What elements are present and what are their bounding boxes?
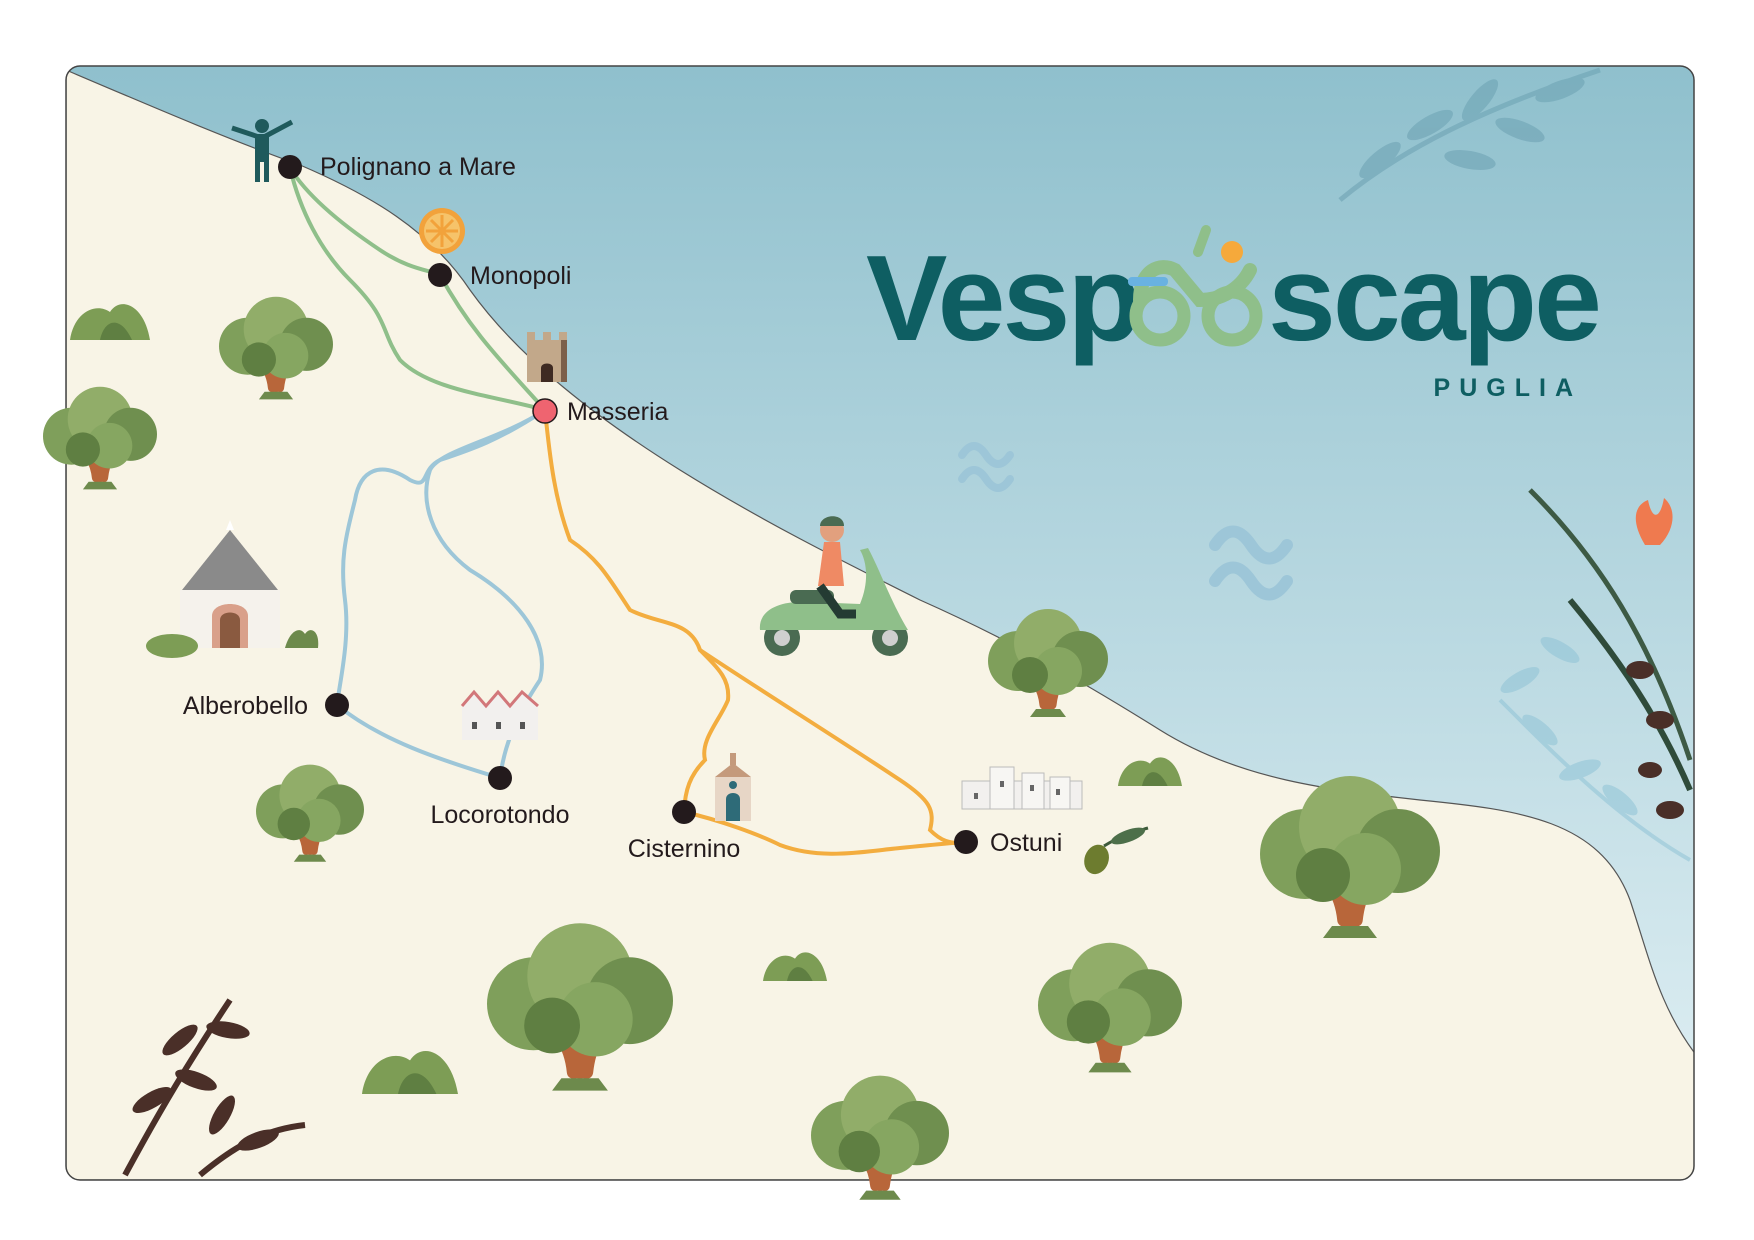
town-label-monopoli: Monopoli xyxy=(470,262,571,290)
flower-icon xyxy=(1635,498,1673,545)
route-green-inner xyxy=(288,166,547,412)
statue-icon xyxy=(231,119,294,182)
route-orange xyxy=(543,408,731,814)
brand-title-right: scape xyxy=(1268,230,1599,366)
route-orange-east xyxy=(698,648,968,845)
olive-branch-icon xyxy=(122,998,306,1178)
town-label-locorotondo: Locorotondo xyxy=(430,801,569,829)
white-houses-icon xyxy=(460,689,539,740)
grass-plant-icon xyxy=(1528,488,1693,819)
brand-subtitle: PUGLIA xyxy=(1434,374,1582,402)
castle-tower-icon xyxy=(527,332,567,382)
olive-icon xyxy=(1084,826,1149,875)
town-marker-cisternino[interactable]: Cisternino xyxy=(628,800,741,863)
town-label-masseria: Masseria xyxy=(567,398,669,426)
town-label-cisternino: Cisternino xyxy=(628,835,741,863)
church-icon xyxy=(715,753,751,821)
town-marker-monopoli[interactable]: Monopoli xyxy=(428,262,571,290)
town-label-polignano: Polignano a Mare xyxy=(320,153,516,181)
trullo-icon xyxy=(146,520,319,658)
town-label-alberobello: Alberobello xyxy=(183,692,308,720)
vespa-rider-icon xyxy=(759,516,908,656)
olive-branch-icon xyxy=(1338,67,1601,202)
town-marker-locorotondo[interactable]: Locorotondo xyxy=(430,766,570,829)
brand-logo: Vesp scape PUGLIA xyxy=(866,225,1602,402)
town-marker-alberobello[interactable]: Alberobello xyxy=(183,692,349,720)
brand-title-left: Vesp xyxy=(866,230,1139,366)
route-green xyxy=(288,166,547,412)
town-marker-ostuni[interactable]: Ostuni xyxy=(954,829,1062,857)
white-town-icon xyxy=(961,766,1083,810)
town-marker-masseria[interactable]: Masseria xyxy=(532,398,669,426)
town-marker-polignano[interactable]: Polignano a Mare xyxy=(278,153,516,181)
vespa-logo-icon xyxy=(1128,225,1263,347)
orange-slice-icon xyxy=(419,208,465,254)
town-label-ostuni: Ostuni xyxy=(990,829,1062,857)
route-orange-south xyxy=(682,810,968,856)
olive-branch-icon xyxy=(1498,637,1691,862)
